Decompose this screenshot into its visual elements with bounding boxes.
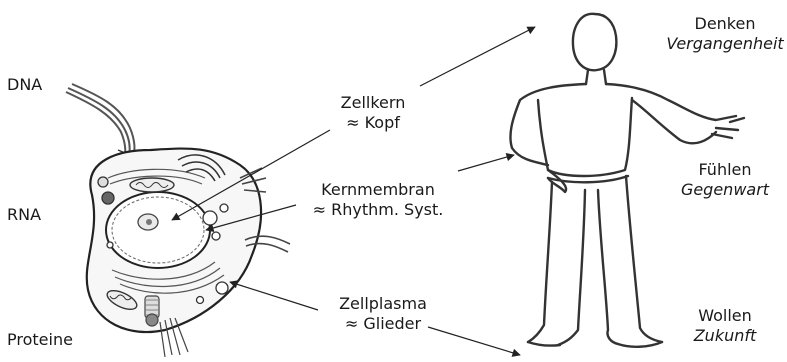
label-fuehlen: Fühlen Gegenwart	[665, 160, 785, 200]
zellplasma-title: Zellplasma	[318, 294, 448, 314]
wollen-subtitle: Zukunft	[665, 326, 785, 346]
wollen-title: Wollen	[665, 306, 785, 326]
label-proteine: Proteine	[7, 330, 73, 350]
denken-subtitle: Vergangenheit	[665, 34, 785, 54]
kernmembran-title: Kernmembran	[298, 180, 458, 200]
fuehlen-subtitle: Gegenwart	[665, 180, 785, 200]
arrow-kernmembran-to-torso	[458, 155, 514, 171]
arrow-zellkern-to-head	[420, 27, 535, 86]
zellkern-title: Zellkern	[318, 93, 428, 113]
label-wollen: Wollen Zukunft	[665, 306, 785, 346]
arrow-kernmembran-to-membrane	[206, 205, 296, 230]
label-zellkern: Zellkern ≈ Kopf	[318, 93, 428, 133]
denken-title: Denken	[665, 14, 785, 34]
label-dna: DNA	[7, 75, 42, 95]
kernmembran-subtitle: ≈ Rhythm. Syst.	[298, 200, 458, 220]
label-kernmembran: Kernmembran ≈ Rhythm. Syst.	[298, 180, 458, 220]
fuehlen-title: Fühlen	[665, 160, 785, 180]
label-rna: RNA	[7, 205, 41, 225]
zellkern-subtitle: ≈ Kopf	[318, 113, 428, 133]
zellplasma-subtitle: ≈ Glieder	[318, 314, 448, 334]
label-denken: Denken Vergangenheit	[665, 14, 785, 54]
label-zellplasma: Zellplasma ≈ Glieder	[318, 294, 448, 334]
arrow-zellplasma-to-cytoplasm	[230, 282, 318, 310]
